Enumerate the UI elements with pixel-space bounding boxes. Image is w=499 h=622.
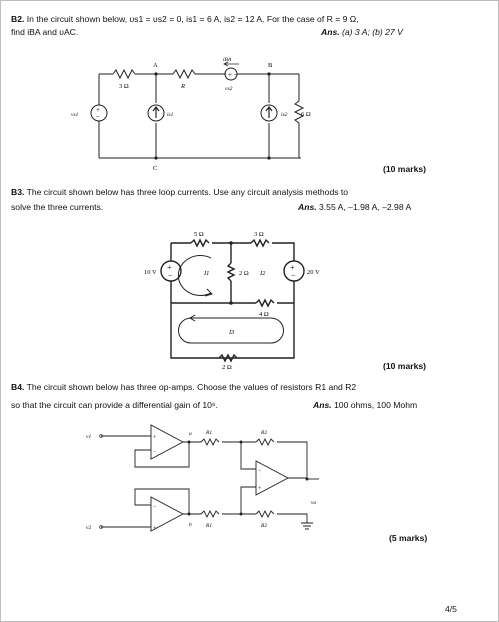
iba-arrow-icon [223,61,239,67]
b3-answer-label: Ans. [298,202,317,212]
opamp3-minus: − [258,468,262,474]
b2-label-6ohm: 6 Ω [301,111,311,118]
b4-answer: Ans. 100 ohms, 100 Mohm [313,400,417,410]
b2-node-b: B [268,62,273,69]
b3-number: B3. [11,187,25,197]
b4-node-b: b [189,522,192,528]
b2-text-line1: In the circuit shown below, υs1 = υs2 = … [26,14,359,24]
b3-label-3ohm: 3 Ω [254,231,264,238]
b4-question-line1: B4. The circuit shown below has three op… [11,382,356,393]
b2-question-line1: B2. In the circuit shown below, υs1 = υs… [11,14,359,25]
opamp1-plus: + [153,435,157,441]
b2-label-3ohm: 3 Ω [119,83,129,90]
b3-label-i1: I1 [203,270,209,277]
vs1-minus-sign: − [96,113,100,121]
b2-circuit-diagram: + − + − 3 Ω R 6 Ω A B C iBA vs1 vs2 is1 … [71,57,311,172]
b4-label-r2-top: R2 [260,430,267,436]
loop-i3-arrow-icon [178,317,284,344]
b3-answer: Ans. 3.55 A, –1.98 A, –2.98 A [298,202,411,212]
b2-answer-value: (a) 3 A; (b) 27 V [342,27,403,37]
b2-node-a: A [153,62,158,69]
b3-label-i3: I3 [228,329,235,336]
b4-label-r1-bottom: R1 [205,523,212,529]
b3-text-line2: solve the three currents. [11,202,104,212]
v-left-minus: − [168,271,173,280]
b2-node-c: C [153,165,157,172]
b2-label-is2: is2 [281,112,288,118]
b4-text-line1: The circuit shown below has three op-amp… [26,382,357,392]
b2-label-vs1: vs1 [71,112,79,118]
b2-label-r: R [180,83,185,90]
page-number: 4/5 [445,604,457,614]
vs2-sign: + − [228,71,238,79]
b4-label-vo: vo [311,500,316,506]
opamp2-plus: + [153,526,157,532]
b3-label-2ohm-bottom: 2 Ω [222,364,232,371]
b3-answer-value: 3.55 A, –1.98 A, –2.98 A [319,202,412,212]
b4-label-v1: v1 [86,434,91,440]
opamp2-minus: − [153,504,157,510]
b4-circuit-diagram: + − − + − + v1 v2 vo R1 R2 R1 R2 a b [86,424,319,532]
b3-text-line1: The circuit shown below has three loop c… [26,187,349,197]
vs1-plus-sign: + [96,106,100,114]
b3-marks: (10 marks) [383,361,426,371]
v-right-minus: − [291,271,296,280]
b2-number: B2. [11,14,25,24]
b4-answer-label: Ans. [313,400,332,410]
b2-marks: (10 marks) [383,164,426,174]
b4-node-a: a [189,431,192,437]
b2-label-vs2: vs2 [225,86,233,92]
b4-label-v2: v2 [86,525,91,531]
b2-label-is1: is1 [167,112,174,118]
b3-circuit-diagram: + − + − 5 Ω 3 Ω 2 Ω 4 Ω 2 Ω 10 V 20 V I1… [144,231,320,371]
opamp1-minus: − [153,449,157,455]
b3-label-20v: 20 V [307,269,320,276]
b4-label-r1-top: R1 [205,430,212,436]
b3-label-4ohm: 4 Ω [259,311,269,318]
b4-label-r2-bottom: R2 [260,523,267,529]
b2-answer-label: Ans. [321,27,340,37]
v-left-plus: + [167,263,172,272]
opamp3-plus: + [258,486,262,492]
b2-text-line2: find iBA and υAC. [11,27,79,37]
b3-label-2ohm-mid: 2 Ω [239,270,249,277]
b4-marks: (5 marks) [389,533,428,543]
b2-answer: Ans. (a) 3 A; (b) 27 V [321,27,403,37]
loop-i1-arrow-icon [177,255,212,296]
b3-label-5ohm: 5 Ω [194,231,204,238]
b3-question-line1: B3. The circuit shown below has three lo… [11,187,348,198]
b4-number: B4. [11,382,25,392]
v-right-plus: + [290,263,295,272]
b2-label-iba: iBA [223,57,232,63]
b3-label-i2: I2 [259,270,266,277]
is1-arrow-icon [152,106,160,118]
b4-answer-value: 100 ohms, 100 Mohm [334,400,418,410]
b3-label-10v: 10 V [144,269,157,276]
is2-arrow-icon [265,106,273,118]
b4-text-line2: so that the circuit can provide a differ… [11,400,218,410]
